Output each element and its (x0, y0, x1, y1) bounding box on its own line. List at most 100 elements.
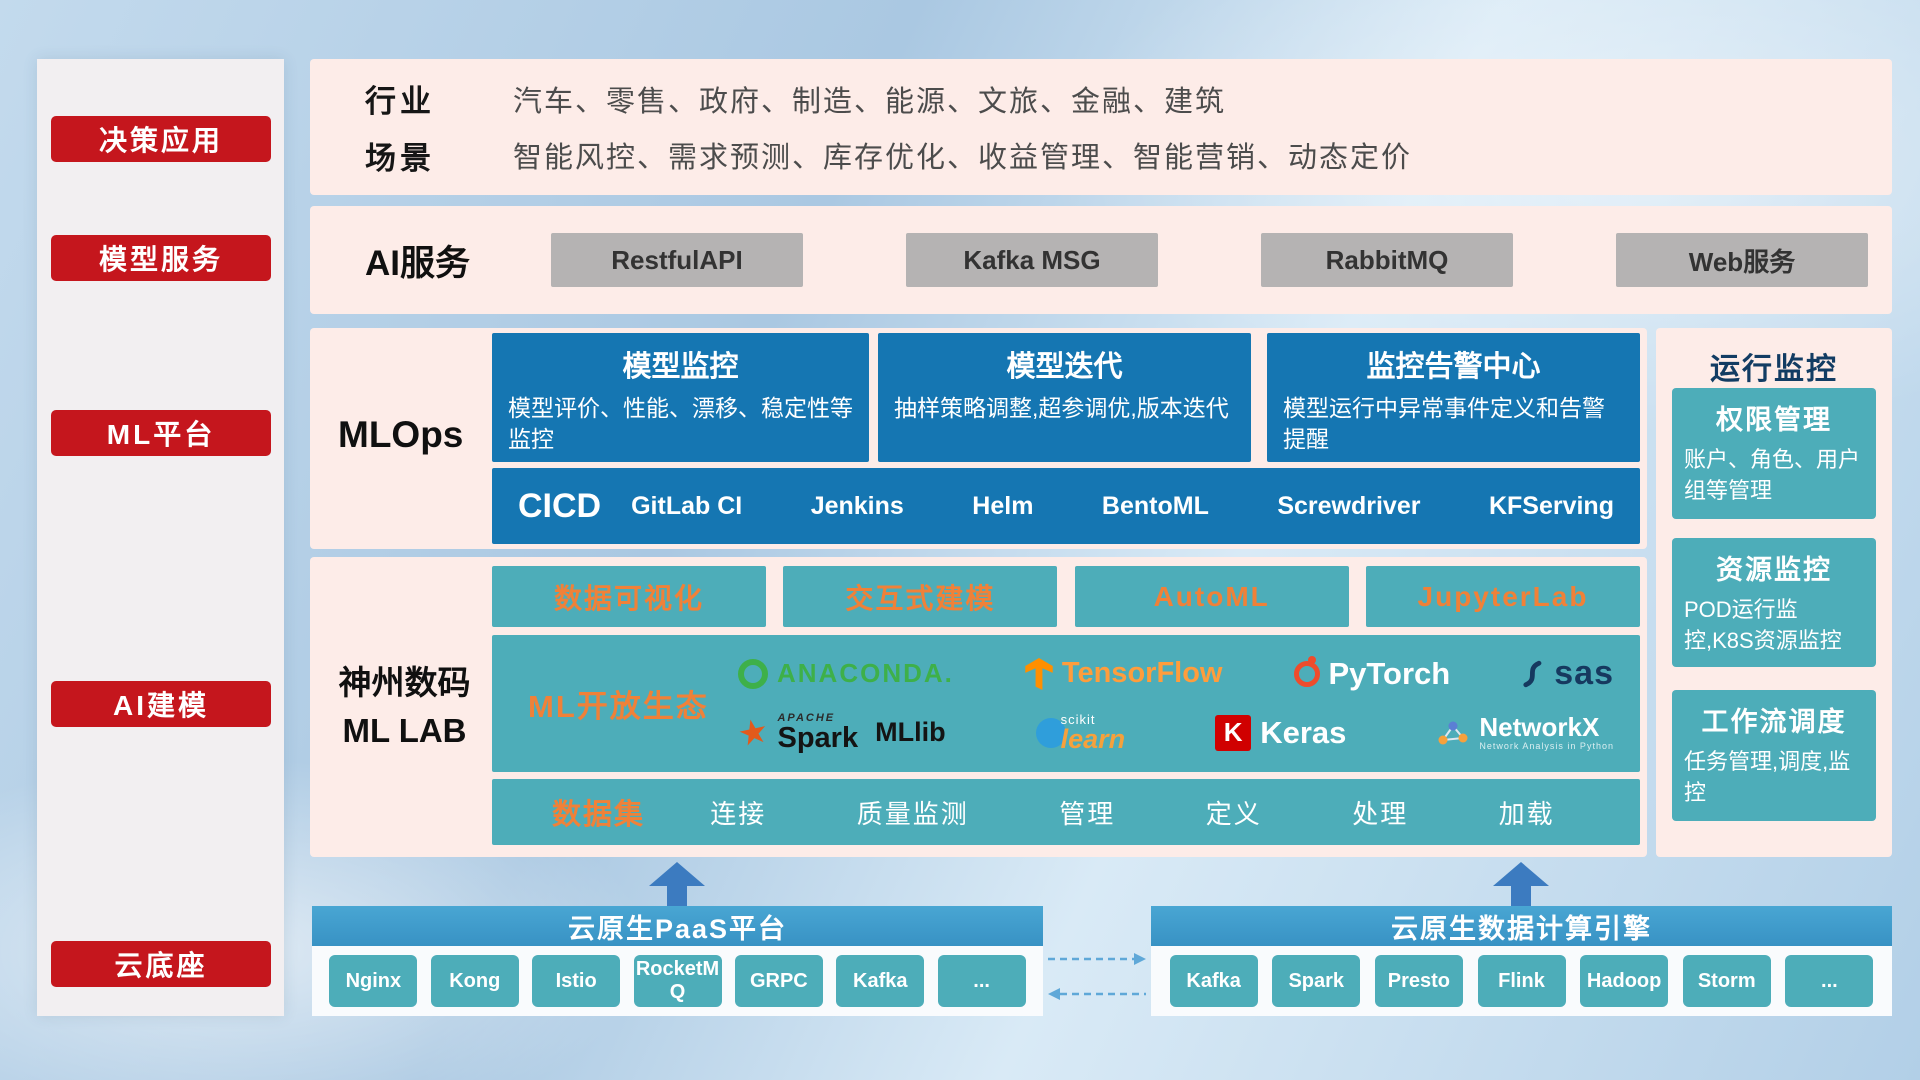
pytorch-logo: PyTorch (1293, 655, 1451, 692)
logo-row-1: ANACONDA. TensorFlow PyTorch sas (738, 654, 1614, 693)
component-chip-storm: Storm (1682, 955, 1771, 1007)
sidebar: 决策应用 模型服务 ML平台 AI建模 云底座 (37, 59, 284, 1016)
card-title: 模型迭代 (1006, 351, 1123, 383)
bidirectional-dashed-arrows-icon (1048, 953, 1146, 1000)
runtime-monitor-panel: 运行监控 权限管理 账户、角色、用户组等管理 资源监控 POD运行监控,K8S资… (1656, 328, 1892, 857)
mllab-label-line2: ML LAB (342, 712, 467, 749)
industry-list: 汽车、零售、政府、制造、能源、文旅、金融、建筑 (513, 85, 1227, 118)
learn-text: learn (1060, 723, 1126, 754)
dataset-item-manage: 管理 (1059, 798, 1116, 829)
runtime-monitor-title: 运行监控 (1710, 353, 1838, 386)
component-chip-hadoop: Hadoop (1580, 955, 1669, 1007)
anaconda-wordmark: ANACONDA. (777, 658, 954, 689)
scene-label: 场景 (365, 140, 435, 176)
ai-service-panel: AI服务 RestfulAPI Kafka MSG RabbitMQ Web服务 (310, 206, 1892, 314)
networkx-logo: NetworkX Network Analysis in Python (1436, 713, 1614, 751)
service-chip-kafka-msg: Kafka MSG (906, 233, 1158, 287)
up-arrow-icon (649, 862, 705, 906)
component-chip-kong: Kong (430, 955, 519, 1007)
cicd-bar: CICD GitLab CI Jenkins Helm BentoML Scre… (492, 468, 1640, 544)
dataset-title: 数据集 (552, 799, 646, 831)
card-desc: 账户、角色、用户组等管理 (1684, 447, 1861, 503)
card-desc: 任务管理,调度,监控 (1684, 749, 1851, 805)
data-engine-bar: 云原生数据计算引擎 (1151, 906, 1892, 946)
ai-service-label: AI服务 (365, 243, 471, 283)
dataset-item-connect: 连接 (710, 798, 767, 829)
pytorch-wordmark: PyTorch (1328, 655, 1451, 691)
component-chip-more: ... (937, 955, 1026, 1007)
card-alert-center: 监控告警中心 模型运行中异常事件定义和告警提醒 (1267, 333, 1640, 462)
up-arrow-icon (1493, 862, 1549, 906)
tool-chip-automl: AutoML (1074, 566, 1349, 627)
component-chip-nginx: Nginx (329, 955, 418, 1007)
mlops-panel: MLOps 模型监控 模型评价、性能、漂移、稳定性等监控 模型迭代 抽样策略调整… (310, 328, 1647, 549)
cicd-tool-gitlab-ci: GitLab CI (631, 491, 743, 520)
component-chip-kafka: Kafka (1169, 955, 1258, 1007)
card-model-iteration: 模型迭代 抽样策略调整,超参调优,版本迭代 (878, 333, 1251, 462)
dataset-item-process: 处理 (1352, 798, 1409, 829)
sas-wordmark: sas (1554, 654, 1614, 693)
cicd-tool-kfserving: KFServing (1488, 491, 1614, 520)
spark-apache-text: APACHE (777, 711, 836, 724)
sidebar-item-decision-application: 决策应用 (51, 116, 271, 162)
mllab-tool-buttons: 数据可视化 交互式建模 AutoML JupyterLab (492, 566, 1640, 627)
pytorch-icon (1293, 655, 1320, 687)
dataset-items: 连接 质量监测 管理 定义 处理 加载 (665, 794, 1600, 831)
cicd-tool-helm: Helm (972, 491, 1034, 520)
component-chip-rocketmq: RocketMQ (633, 955, 722, 1007)
anaconda-logo: ANACONDA. (738, 658, 954, 689)
cicd-title: CICD (518, 486, 602, 525)
keras-wordmark: Keras (1260, 714, 1347, 750)
tensorflow-logo: TensorFlow (1025, 657, 1222, 690)
component-chip-istio: Istio (532, 955, 621, 1007)
cicd-tool-screwdriver: Screwdriver (1277, 491, 1421, 520)
cicd-tools: GitLab CI Jenkins Helm BentoML Screwdriv… (631, 492, 1614, 521)
tool-chip-data-visualization: 数据可视化 (492, 566, 766, 627)
industry-scene-panel: 行业 汽车、零售、政府、制造、能源、文旅、金融、建筑 场景 智能风控、需求预测、… (310, 59, 1892, 195)
dataset-item-load: 加载 (1498, 798, 1555, 829)
scikit-learn-icon (1035, 717, 1066, 748)
spark-wordmark: APACHE Spark (777, 711, 859, 754)
service-chip-rabbitmq: RabbitMQ (1261, 233, 1513, 287)
spark-text: Spark (777, 721, 859, 754)
component-chip-more: ... (1785, 955, 1874, 1007)
mllab-label: 神州数码 ML LAB (322, 557, 487, 857)
tool-chip-jupyterlab: JupyterLab (1365, 566, 1640, 627)
ml-ecosystem-box: ML开放生态 ANACONDA. TensorFlow PyTorch (492, 635, 1640, 772)
sas-logo: sas (1521, 654, 1614, 693)
card-desc: 模型运行中异常事件定义和告警提醒 (1283, 395, 1605, 453)
scikit-text: scikit (1060, 711, 1096, 727)
card-title: 权限管理 (1716, 405, 1832, 435)
dataset-item-quality: 质量监测 (856, 798, 969, 829)
scikit-learn-logo: scikit learn (1035, 713, 1126, 753)
card-title: 工作流调度 (1701, 707, 1847, 737)
card-title: 监控告警中心 (1366, 351, 1541, 383)
paas-platform-bar: 云原生PaaS平台 (312, 906, 1043, 946)
card-resource-monitoring: 资源监控 POD运行监控,K8S资源监控 (1672, 538, 1876, 667)
cicd-tool-bentoml: BentoML (1101, 491, 1209, 520)
card-desc: POD运行监控,K8S资源监控 (1684, 597, 1842, 653)
anaconda-icon (738, 658, 768, 689)
card-model-monitoring: 模型监控 模型评价、性能、漂移、稳定性等监控 (492, 333, 869, 462)
scene-list: 智能风控、需求预测、库存优化、收益管理、智能营销、动态定价 (513, 142, 1413, 175)
card-desc: 抽样策略调整,超参调优,版本迭代 (894, 395, 1229, 421)
component-chip-presto: Presto (1374, 955, 1463, 1007)
mllib-wordmark: MLlib (875, 717, 946, 748)
industry-label: 行业 (365, 84, 435, 120)
sidebar-item-ai-modeling: AI建模 (51, 681, 271, 727)
networkx-text: NetworkX (1479, 712, 1600, 743)
mllab-panel: 神州数码 ML LAB 数据可视化 交互式建模 AutoML JupyterLa… (310, 557, 1647, 857)
card-desc: 模型评价、性能、漂移、稳定性等监控 (508, 395, 853, 453)
dataset-bar: 数据集 连接 质量监测 管理 定义 处理 加载 (492, 779, 1640, 845)
ecosystem-title: ML开放生态 (528, 689, 709, 724)
scikit-learn-wordmark: scikit learn (1061, 713, 1126, 753)
mlops-label: MLOps (338, 414, 464, 455)
tensorflow-icon (1025, 657, 1053, 690)
component-chip-kafka: Kafka (836, 955, 925, 1007)
keras-icon: K (1215, 714, 1252, 751)
card-permission-management: 权限管理 账户、角色、用户组等管理 (1672, 388, 1876, 519)
tool-chip-interactive-modeling: 交互式建模 (783, 566, 1058, 627)
networkx-icon (1438, 721, 1468, 745)
sidebar-item-ml-platform: ML平台 (51, 410, 271, 456)
